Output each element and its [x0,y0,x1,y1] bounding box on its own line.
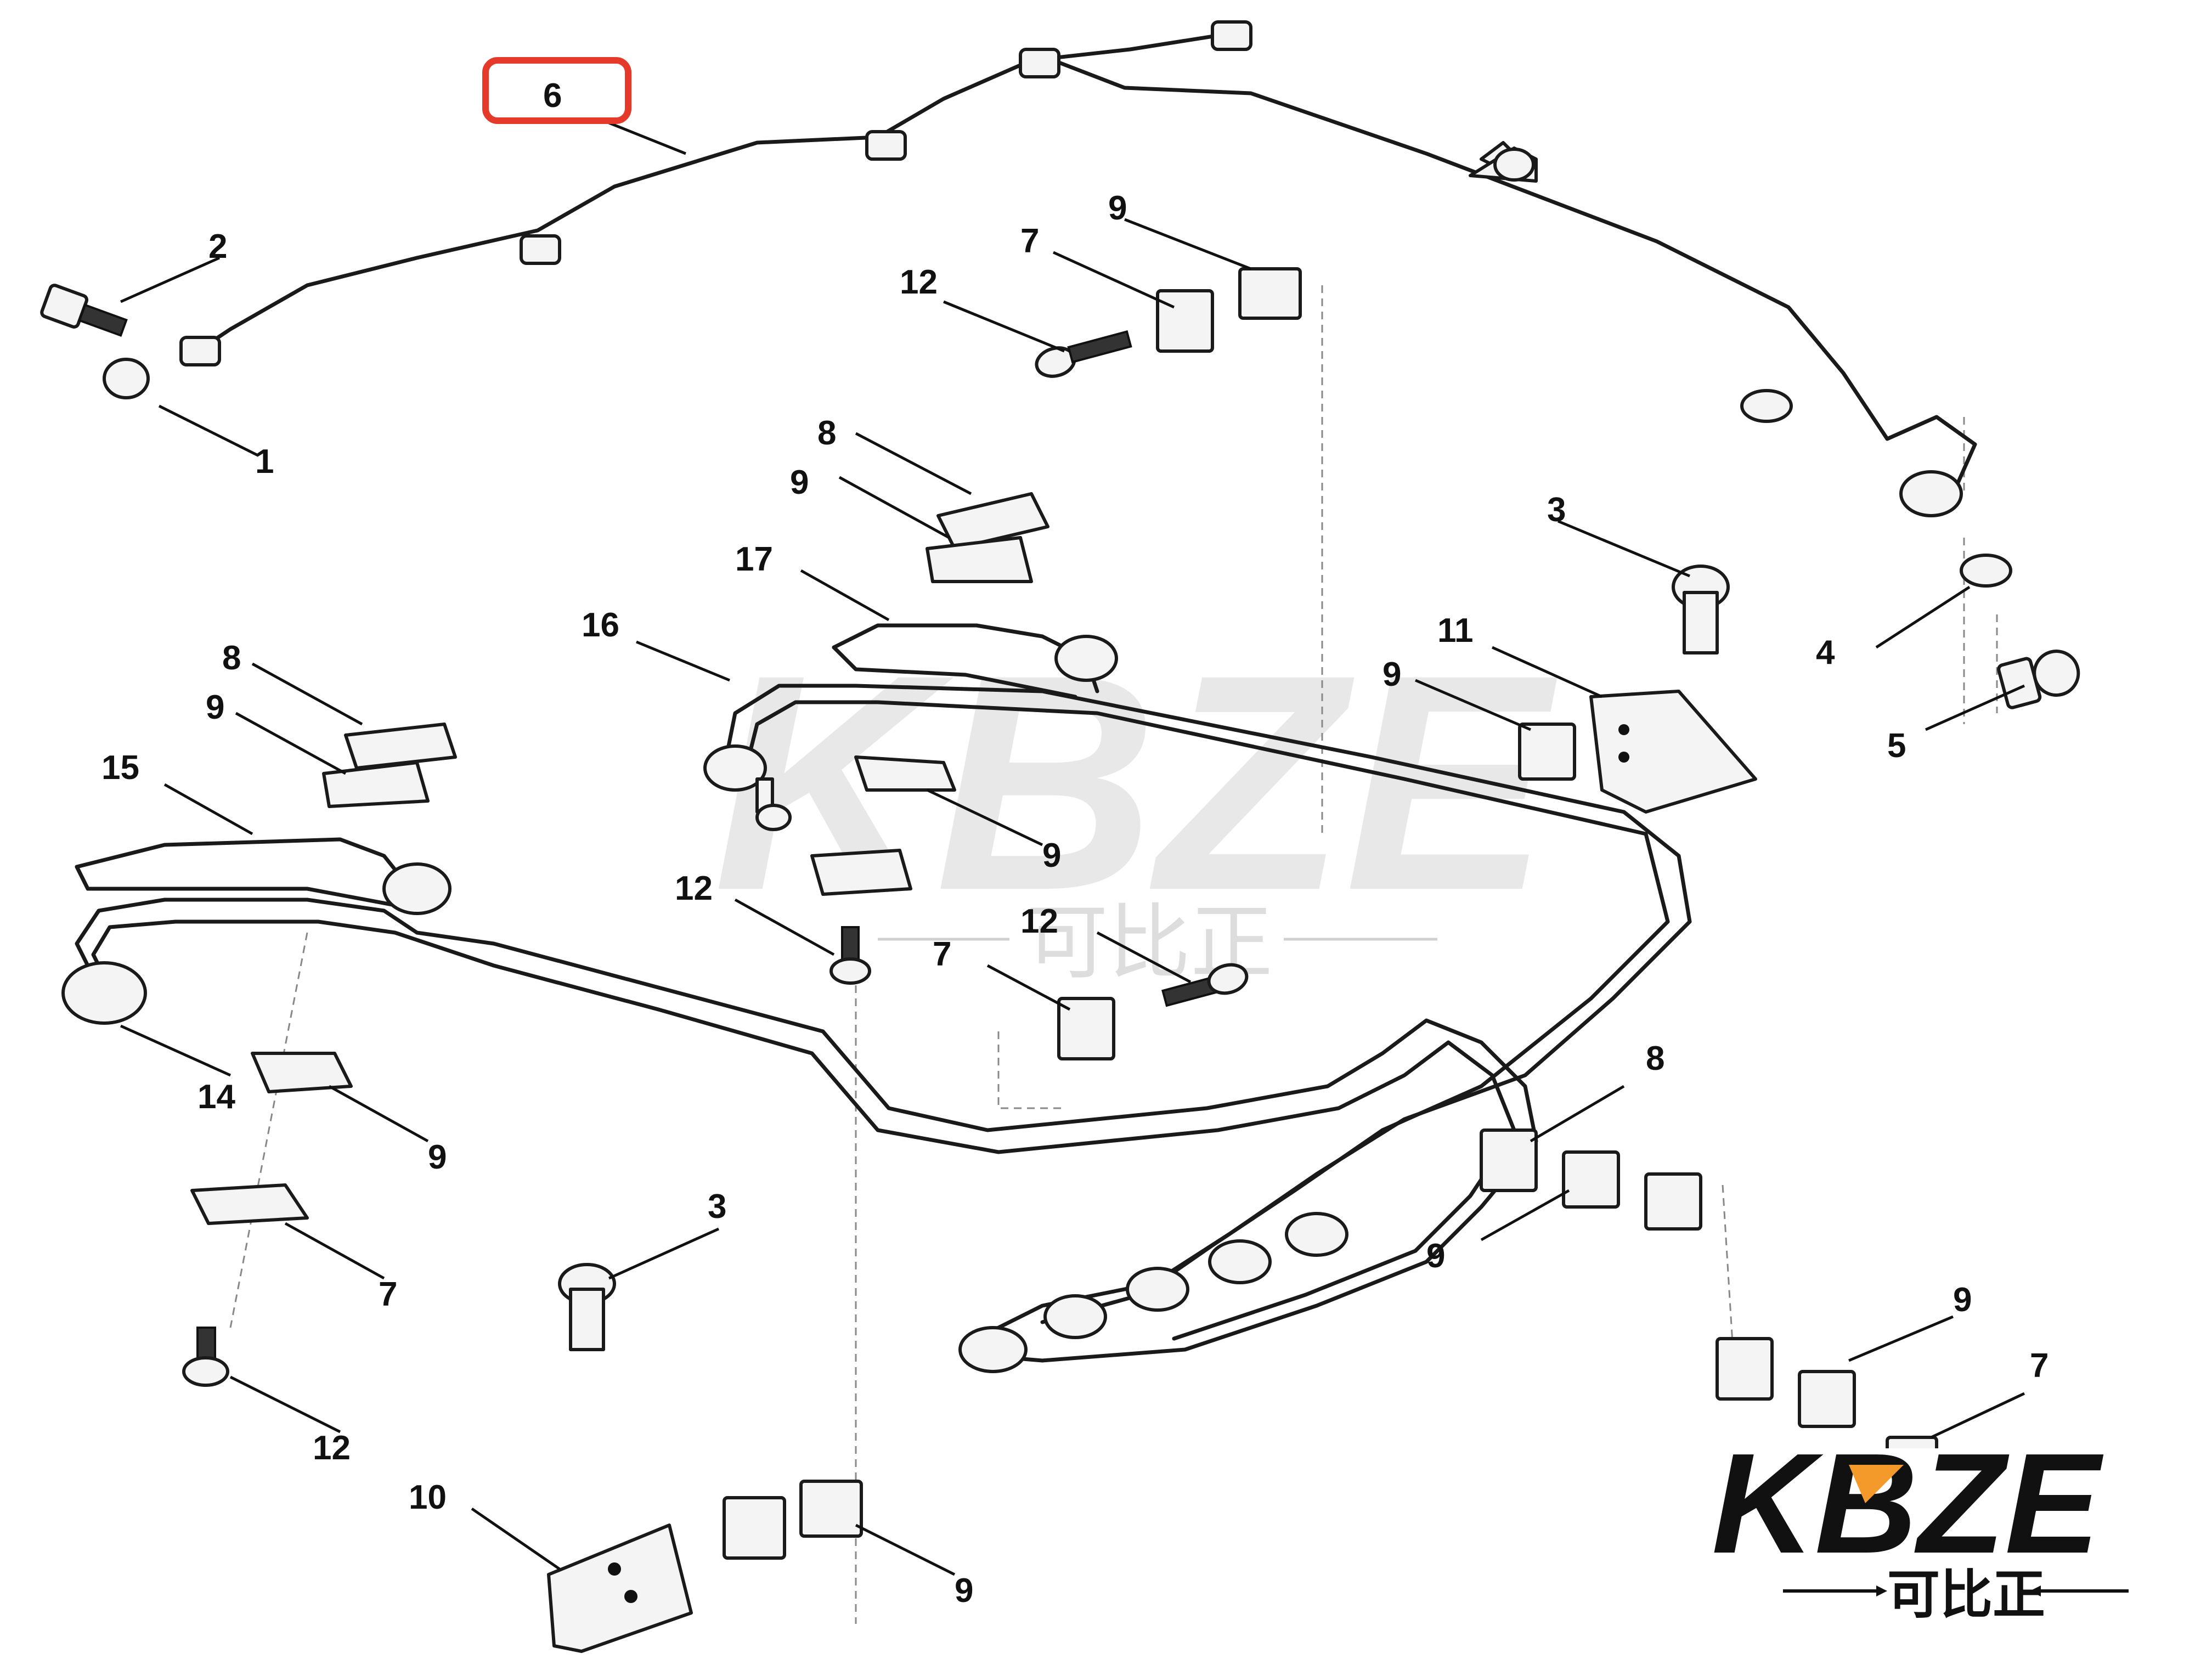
callout-6: 6 [543,77,562,115]
logo-brand: KBZE [1712,1424,2105,1583]
callout-11: 11 [1437,612,1474,650]
callout-7-right: 7 [2030,1347,2049,1385]
callout-8-top: 8 [817,414,836,452]
bracket-10 [547,1523,693,1653]
callout-9-center: 9 [1042,837,1061,874]
leader-lines [120,119,2025,1576]
callout-9-left: 9 [206,689,224,726]
logo-accent-icon [1849,1465,1904,1503]
callout-9-lower-left: 9 [428,1138,447,1176]
callout-12-right: 12 [1020,902,1058,940]
fuel-line-6 [179,20,1977,517]
watermark: KBZE 可比正 [713,611,1561,991]
callout-14: 14 [198,1078,235,1116]
callout-7-left: 7 [379,1276,397,1313]
pump-connector-block [958,1212,1348,1373]
callout-8-left: 8 [222,639,241,677]
callout-9-far-right: 9 [1953,1281,1972,1319]
callout-12-middle: 12 [675,870,713,907]
callout-12-bottom: 12 [313,1429,351,1467]
callout-7-top: 7 [1020,222,1039,260]
callout-9-upper-middle: 9 [790,464,809,501]
callout-16: 16 [582,606,619,644]
fuel-lines-16-17 [703,623,1692,1346]
fasteners [40,284,2114,1527]
callout-7-middle: 7 [933,935,951,973]
callout-12-top: 12 [900,263,938,301]
bracket-11 [1589,690,1757,814]
logo-chinese: 可比正 [1887,1564,2045,1626]
brand-logo: KBZE 可比正 [1712,1424,2212,1659]
callout-1: 1 [255,443,274,481]
callout-2: 2 [208,228,227,266]
callout-10: 10 [409,1479,447,1516]
callout-9-top: 9 [1108,189,1127,227]
callout-9-right-bracket: 9 [1383,656,1401,693]
callout-3-bottom: 3 [708,1188,726,1226]
callout-labels: 1 2 3 3 4 5 6 7 7 7 7 8 8 8 9 9 9 9 9 9 … [101,77,2049,1610]
callout-9-bottom: 9 [955,1572,973,1610]
callout-8-right: 8 [1646,1040,1664,1077]
callout-9-lower-right: 9 [1426,1237,1445,1275]
alignment-lines [229,285,1998,1624]
callout-17: 17 [735,540,773,578]
callout-4: 4 [1816,634,1835,672]
callout-15: 15 [101,749,139,787]
highlight-box [482,57,631,124]
callout-5: 5 [1887,727,1906,765]
callout-3-top: 3 [1547,491,1566,529]
